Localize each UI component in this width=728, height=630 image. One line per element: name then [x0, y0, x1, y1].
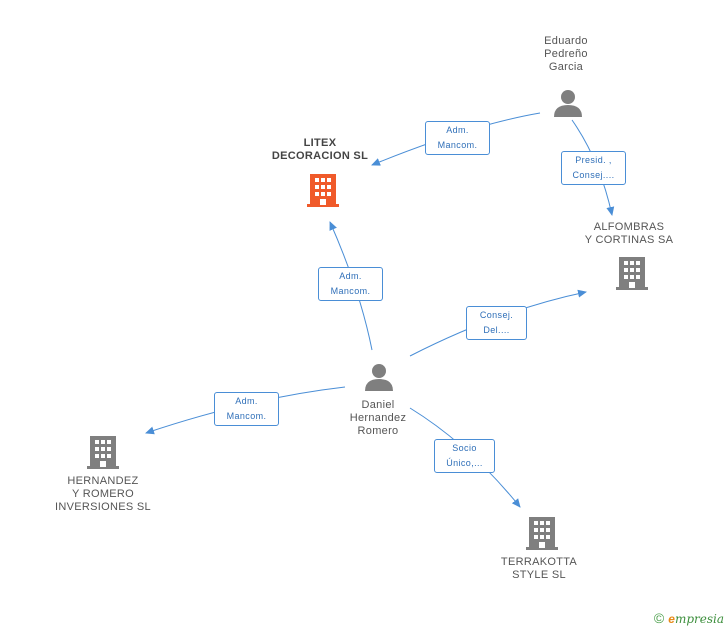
node-label-alfombras[interactable]: ALFOMBRAS Y CORTINAS SA: [570, 221, 688, 247]
node-label-line: STYLE SL: [512, 569, 566, 581]
node-label-line: INVERSIONES SL: [55, 501, 151, 513]
brand-logo-name: mpresia: [674, 612, 724, 626]
node-label-line: Eduardo: [544, 35, 588, 47]
edge-label-line: Del....: [483, 325, 510, 335]
node-label-eduardo[interactable]: Eduardo Pedreño Garcia: [518, 35, 614, 74]
node-label-line: Romero: [357, 425, 399, 437]
node-label-daniel[interactable]: Daniel Hernandez Romero: [330, 399, 426, 438]
copyright-symbol: ©: [653, 610, 665, 626]
node-label-line: LITEX: [303, 137, 337, 149]
edge-label-line: Consej.: [479, 310, 514, 320]
edge-label-daniel-hernandez[interactable]: Adm. Mancom.: [214, 392, 279, 426]
node-label-line: Hernandez: [349, 412, 407, 424]
building-icon[interactable]: [525, 515, 559, 551]
edge-label-line: Adm.: [446, 125, 469, 135]
edge-label-daniel-alfombras[interactable]: Consej. Del....: [466, 306, 527, 340]
edge-label-line: Presid. ,: [575, 155, 612, 165]
building-icon[interactable]: [615, 255, 649, 291]
node-label-line: TERRAKOTTA: [500, 556, 578, 568]
edge-label-line: Socio: [452, 443, 477, 453]
brand-footer: ©empresia: [654, 610, 724, 626]
edge-label-line: Consej....: [572, 170, 615, 180]
building-icon[interactable]: [86, 434, 120, 470]
node-label-terrakotta[interactable]: TERRAKOTTA STYLE SL: [484, 556, 594, 582]
edge-label-line: Único,...: [446, 458, 483, 468]
node-label-line: DECORACION SL: [271, 150, 369, 162]
node-label-line: HERNANDEZ: [67, 475, 139, 487]
node-label-litex[interactable]: LITEX DECORACION SL: [262, 137, 378, 163]
node-label-line: Daniel: [361, 399, 395, 411]
person-icon[interactable]: [553, 88, 583, 118]
edge-label-line: Adm.: [339, 271, 362, 281]
edge-label-line: Mancom.: [226, 411, 267, 421]
node-label-hernandez[interactable]: HERNANDEZ Y ROMERO INVERSIONES SL: [44, 475, 162, 514]
building-icon[interactable]: [306, 172, 340, 208]
node-label-line: Garcia: [548, 61, 584, 73]
node-label-line: ALFOMBRAS: [593, 221, 665, 233]
node-label-line: Pedreño: [544, 48, 588, 60]
edge-label-line: Adm.: [235, 396, 258, 406]
node-label-line: Y ROMERO: [71, 488, 135, 500]
brand-logo-initial: e: [668, 612, 675, 626]
person-icon[interactable]: [364, 362, 394, 392]
edge-label-line: Mancom.: [330, 286, 371, 296]
edge-label-line: Mancom.: [437, 140, 478, 150]
edge-label-eduardo-alfombras[interactable]: Presid. , Consej....: [561, 151, 626, 185]
node-label-line: Y CORTINAS SA: [584, 234, 674, 246]
edge-label-daniel-litex[interactable]: Adm. Mancom.: [318, 267, 383, 301]
edge-label-eduardo-litex[interactable]: Adm. Mancom.: [425, 121, 490, 155]
edge-label-daniel-terrakotta[interactable]: Socio Único,...: [434, 439, 495, 473]
